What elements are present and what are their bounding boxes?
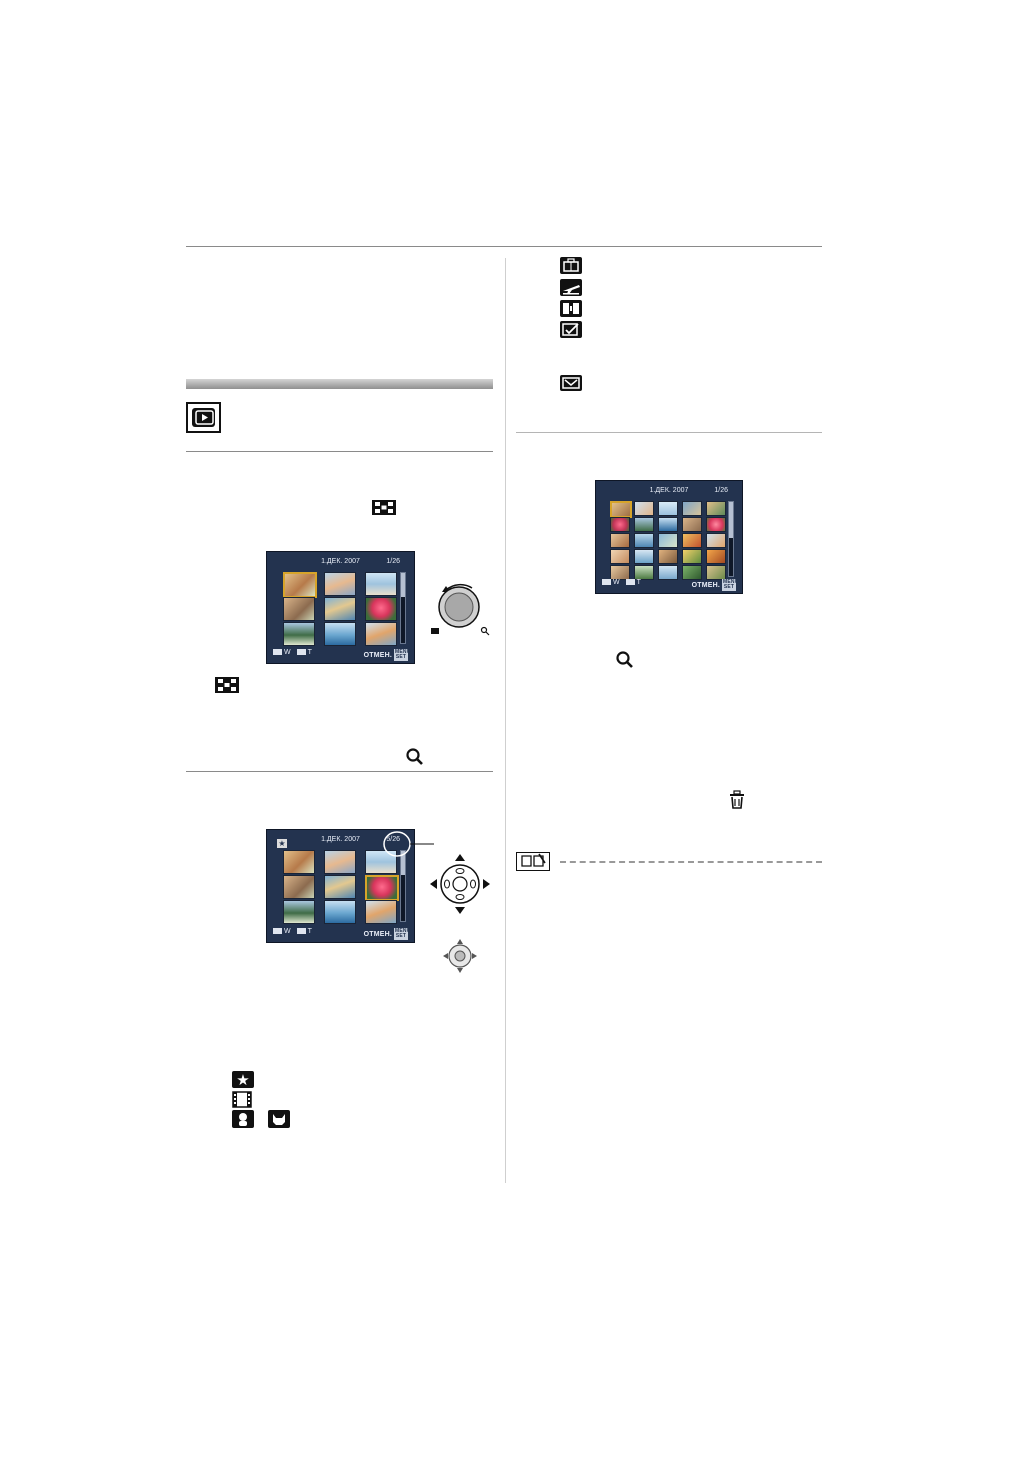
- lcd-screen-multi-25: 1.ДЕК. 2007 1/26 W T ОТМЕН.MENU SET: [595, 480, 743, 594]
- footer-w-label: W: [284, 928, 291, 935]
- film-icon: [232, 1091, 252, 1108]
- column-divider: [505, 258, 506, 1183]
- title-icon: [560, 375, 582, 391]
- note-icon: [516, 852, 550, 871]
- left-rule-1: [186, 451, 493, 452]
- lcd-date: 1.ДЕК. 2007: [321, 836, 360, 843]
- baby-icon: [232, 1110, 254, 1128]
- multi-playback-icon: [372, 500, 396, 515]
- thumbnail: [283, 572, 317, 598]
- thumbnail: [658, 533, 678, 548]
- joystick-icon: [441, 937, 479, 975]
- footer-t-label: T: [307, 928, 312, 935]
- thumbnail: [706, 549, 726, 564]
- recording-icon: [560, 321, 582, 338]
- menu-set-label: MENU SET: [722, 579, 739, 591]
- multi-playback-icon: [215, 677, 239, 693]
- thumbnail: [610, 517, 630, 532]
- scroll-bar: [400, 850, 406, 922]
- thumbnail: [706, 517, 726, 532]
- thumbnail: [324, 875, 356, 899]
- section-bar: [186, 379, 493, 389]
- scroll-bar: [728, 501, 734, 577]
- thumbnail: [324, 850, 356, 874]
- scroll-bar: [400, 572, 406, 644]
- footer-w-label: W: [284, 649, 291, 656]
- footer-t-label: T: [307, 649, 312, 656]
- cursor-buttons: [428, 852, 492, 916]
- thumbnail: [610, 533, 630, 548]
- zoom-lever: [428, 576, 494, 638]
- lcd-count: 1/26: [714, 487, 728, 494]
- thumbnail: [682, 533, 702, 548]
- thumbnail: [682, 549, 702, 564]
- left-rule-2: [186, 771, 493, 772]
- lcd-screen-multi-9: 1.ДЕК. 2007 1/26 W T ОТМЕН.MENU SET: [266, 551, 415, 664]
- thumbnail: [682, 565, 702, 580]
- thumbnail: [283, 597, 315, 621]
- thumbnail: [682, 501, 702, 516]
- playback-mode-icon: [186, 402, 221, 433]
- thumbnail: [365, 622, 397, 646]
- thumbnail: [634, 549, 654, 564]
- lcd-date: 1.ДЕК. 2007: [649, 487, 689, 494]
- thumbnail: [658, 565, 678, 580]
- thumbnail: [365, 850, 397, 874]
- thumbnail: [365, 597, 397, 621]
- thumbnail: [610, 565, 630, 580]
- thumbnail: [706, 533, 726, 548]
- scene-icon: [560, 300, 582, 317]
- thumbnail: [324, 597, 356, 621]
- thumbnail: [324, 572, 356, 596]
- cancel-label: ОТМЕН.: [363, 651, 392, 659]
- thumbnail: [706, 501, 726, 516]
- thumbnail: [365, 572, 397, 596]
- thumbnail: [610, 549, 630, 564]
- count-callout: [382, 830, 436, 858]
- cancel-label: ОТМЕН.: [691, 581, 720, 589]
- note-divider: [560, 861, 822, 863]
- footer-t-label: T: [636, 579, 641, 586]
- magnifier-icon: [615, 650, 635, 670]
- right-rule-1: [516, 432, 822, 433]
- menu-set-label: MENU SET: [394, 928, 411, 940]
- cancel-label: ОТМЕН.: [363, 930, 392, 938]
- thumbnail: [706, 565, 726, 580]
- thumbnail: [634, 501, 654, 516]
- thumbnail: [283, 622, 315, 646]
- thumbnail: [658, 517, 678, 532]
- lcd-count: 5/26: [386, 836, 400, 843]
- suitcase-icon: [560, 257, 582, 274]
- thumbnail: [634, 517, 654, 532]
- thumbnail: [658, 549, 678, 564]
- airplane-icon: [560, 279, 582, 296]
- thumbnail: [283, 900, 315, 924]
- thumbnail: [610, 501, 632, 518]
- star-icon: ★: [277, 839, 287, 848]
- thumbnail: [682, 517, 702, 532]
- thumbnail: [365, 875, 399, 901]
- thumbnail: [365, 900, 397, 924]
- pet-icon: [268, 1110, 290, 1128]
- menu-set-label: MENU SET: [394, 649, 411, 661]
- magnifier-icon: [405, 747, 425, 767]
- lcd-screen-multi-9-b: ★ 1.ДЕК. 2007 5/26 W T ОТМЕН.MENU SET: [266, 829, 415, 943]
- thumbnail: [324, 900, 356, 924]
- thumbnail: [658, 501, 678, 516]
- trash-icon: [728, 790, 746, 810]
- thumbnail: [634, 533, 654, 548]
- star-icon: ★: [232, 1071, 254, 1089]
- lcd-date: 1.ДЕК. 2007: [321, 558, 360, 565]
- header-rule: [186, 246, 822, 247]
- lcd-count: 1/26: [386, 558, 400, 565]
- thumbnail: [283, 875, 315, 899]
- footer-w-label: W: [613, 579, 620, 586]
- thumbnail: [634, 565, 654, 580]
- thumbnail: [324, 622, 356, 646]
- thumbnail: [283, 850, 315, 874]
